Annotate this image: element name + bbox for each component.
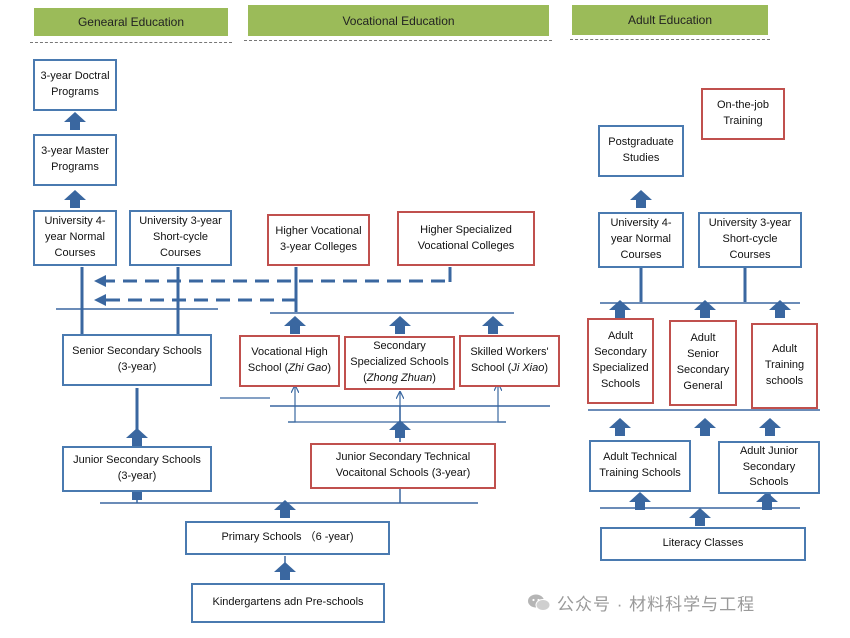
on-the-job-training-box: On-the-job Training xyxy=(701,88,785,140)
adult-senior-secondary-general-box: Adult Senior Secondary General xyxy=(669,320,737,406)
literacy-classes-box: Literacy Classes xyxy=(600,527,806,561)
secondary-specialized-schools-term: Zhong Zhuan xyxy=(366,371,433,384)
master-programs-box: 3-year Master Programs xyxy=(33,134,117,186)
watermark: 公众号 · 材料科学与工程 xyxy=(527,590,755,615)
adult-training-schools-box: Adult Training schools xyxy=(751,323,818,409)
header-general-education: Genearal Education xyxy=(34,8,228,36)
senior-secondary-schools-box: Senior Secondary Schools (3-year) xyxy=(62,334,212,386)
higher-vocational-colleges-box: Higher Vocational 3-year Colleges xyxy=(267,214,370,266)
adult-secondary-specialized-schools-box: Adult Secondary Specialized Schools xyxy=(587,318,654,404)
vocational-high-school-suffix: ) xyxy=(327,362,332,374)
junior-secondary-schools-box: Junior Secondary Schools (3-year) xyxy=(62,446,212,492)
header-divider-adult xyxy=(570,39,770,40)
university-4year-normal-box: University 4- year Normal Courses xyxy=(33,210,117,266)
skilled-workers-school-box: Skilled Workers' School (Ji Xiao) xyxy=(459,335,560,387)
header-adult-education: Adult Education xyxy=(572,5,768,35)
skilled-workers-school-label: Skilled Workers' School ( xyxy=(470,346,549,374)
junior-secondary-technical-vocational-box: Junior Secondary Technical Vocaitonal Sc… xyxy=(310,443,496,489)
header-divider-general xyxy=(30,42,232,43)
skilled-workers-school-term: Ji Xiao xyxy=(511,362,545,374)
secondary-specialized-schools-label: Secondary Specialized Schools ( xyxy=(350,340,449,384)
vocational-high-school-box: Vocational High School (Zhi Gao) xyxy=(239,335,340,387)
kindergartens-box: Kindergartens adn Pre-schools xyxy=(191,583,385,623)
doctoral-programs-box: 3-year Doctral Programs xyxy=(33,59,117,111)
header-vocational-education: Vocational Education xyxy=(248,5,549,36)
adult-university-3year-shortcycle-box: University 3-year Short-cycle Courses xyxy=(698,212,802,268)
postgraduate-studies-box: Postgraduate Studies xyxy=(598,125,684,177)
vocational-high-school-term: Zhi Gao xyxy=(288,362,328,374)
secondary-specialized-schools-box: Secondary Specialized Schools (Zhong Zhu… xyxy=(344,336,455,390)
secondary-specialized-schools-suffix: ) xyxy=(432,371,436,384)
higher-specialized-vocational-colleges-box: Higher Specialized Vocational Colleges xyxy=(397,211,535,266)
header-divider-vocational xyxy=(244,40,552,41)
university-3year-shortcycle-box: University 3-year Short-cycle Courses xyxy=(129,210,232,266)
watermark-text: 公众号 · 材料科学与工程 xyxy=(557,595,756,614)
primary-schools-box: Primary Schools （6 -year) xyxy=(185,521,390,555)
adult-technical-training-schools-box: Adult Technical Training Schools xyxy=(589,440,691,492)
skilled-workers-school-suffix: ) xyxy=(544,362,549,374)
wechat-icon xyxy=(527,593,551,613)
adult-junior-secondary-schools-box: Adult Junior Secondary Schools xyxy=(718,441,820,494)
adult-university-4year-normal-box: University 4- year Normal Courses xyxy=(598,212,684,268)
vocational-high-school-label: Vocational High School ( xyxy=(247,346,328,374)
